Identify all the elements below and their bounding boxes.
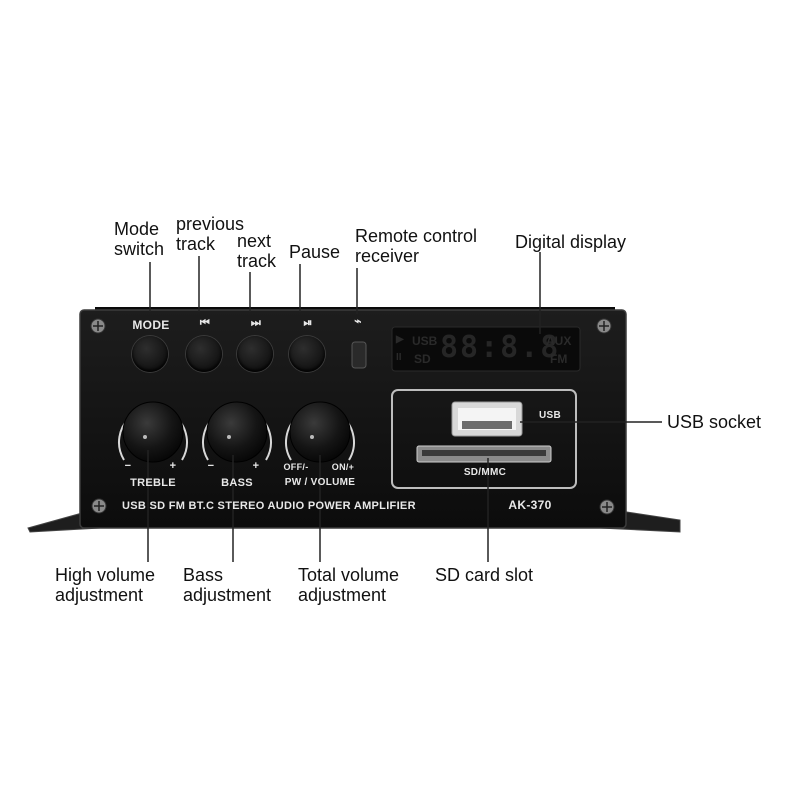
- sd-slot-label: SD/MMC: [463, 467, 507, 478]
- next-track-button: [237, 336, 273, 372]
- bass-label: BASS: [221, 477, 253, 489]
- lcd-digits: 88:8.8: [440, 330, 561, 365]
- screw-icon: [91, 498, 107, 514]
- media-bay: [391, 389, 577, 489]
- callout-usb-socket: USB socket: [667, 412, 762, 432]
- treble-plus: +: [169, 460, 177, 472]
- callout-mode-switch: Mode switch: [114, 219, 165, 259]
- ir-receiver: [351, 341, 367, 369]
- callout-bass: Bass adjustment: [183, 565, 272, 605]
- amplifier-description: USB SD FM BT.C STEREO AUDIO POWER AMPLIF…: [122, 500, 416, 512]
- bass-knob: [206, 401, 268, 463]
- callout-total-volume: Total volume adjustment: [298, 565, 400, 605]
- callout-high-volume: High volume adjustment: [55, 565, 156, 605]
- lcd-usb: USB: [412, 334, 438, 348]
- previous-track-icon: ⏮: [199, 317, 211, 329]
- lcd-play-indicator: ▶: [396, 334, 404, 345]
- treble-knob: [122, 401, 184, 463]
- volume-label: PW / VOLUME: [284, 477, 356, 488]
- screw-icon: [90, 318, 106, 334]
- callout-lines: [147, 252, 662, 562]
- screw-icon: [599, 499, 615, 515]
- volume-plus: ON/+: [331, 462, 355, 472]
- callout-sd-slot: SD card slot: [435, 565, 534, 585]
- lcd-window: [391, 326, 581, 372]
- treble-minus: −: [124, 460, 132, 472]
- callout-previous-track: previous track: [176, 214, 245, 254]
- volume-knob: [289, 401, 351, 463]
- callout-next-track: next track: [237, 231, 277, 271]
- lcd-aux: AUX: [546, 334, 572, 348]
- remote-receiver-icon: ⌁: [354, 314, 362, 328]
- volume-minus: OFF/-: [283, 462, 309, 472]
- callout-pause: Pause: [289, 242, 341, 262]
- callout-digital-display: Digital display: [515, 232, 627, 252]
- previous-track-button: [186, 336, 222, 372]
- bass-minus: −: [207, 460, 215, 472]
- callout-remote-receiver: Remote control receiver: [355, 226, 478, 266]
- play-pause-button: [289, 336, 325, 372]
- screw-icon: [596, 318, 612, 334]
- lcd-fm: FM: [550, 352, 568, 366]
- treble-label: TREBLE: [130, 477, 176, 489]
- mode-button: [132, 336, 168, 372]
- play-pause-icon: ⏯: [303, 317, 313, 329]
- next-track-icon: ⏭: [250, 317, 262, 329]
- model-number: AK-370: [508, 498, 552, 512]
- lcd-sd: SD: [414, 352, 431, 366]
- bass-plus: +: [252, 460, 260, 472]
- mode-label: MODE: [132, 318, 170, 332]
- usb-port-label: USB: [538, 410, 561, 421]
- lcd-pause-indicator: II: [396, 352, 402, 363]
